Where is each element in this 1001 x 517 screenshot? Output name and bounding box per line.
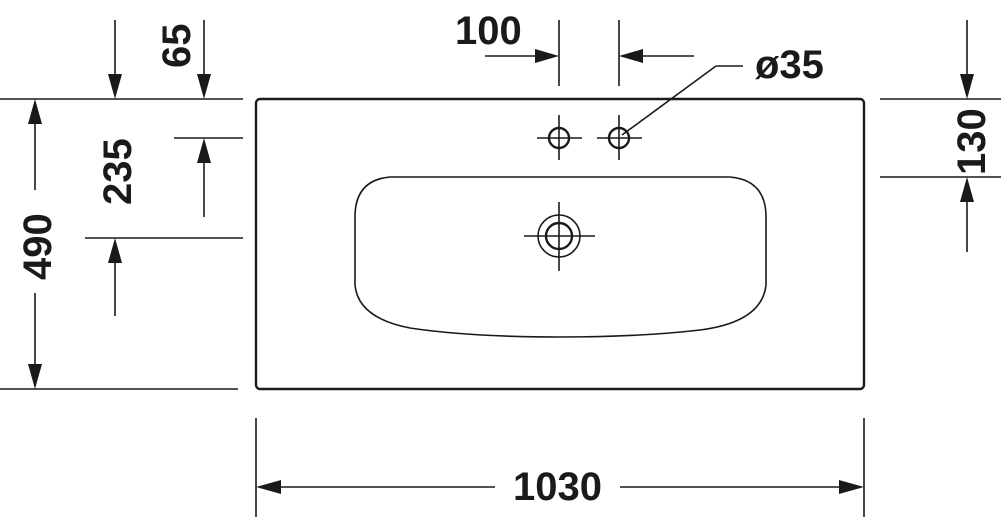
- dim-label-diameter: ø35: [755, 43, 824, 87]
- dim-label-130: 130: [950, 108, 994, 175]
- dim-130: 130: [880, 20, 1001, 252]
- dim-label-1030: 1030: [513, 465, 602, 509]
- dim-label-100: 100: [455, 9, 522, 53]
- drain-icon: [524, 202, 595, 271]
- dim-label-235: 235: [96, 138, 140, 205]
- bowl-outline: [354, 176, 767, 338]
- dim-label-65: 65: [155, 24, 199, 69]
- dim-label-490: 490: [16, 213, 60, 280]
- dim-1030: 1030: [255, 418, 865, 517]
- basin-outline: [254, 97, 866, 391]
- dim-tap-spacing: 100: [455, 9, 694, 86]
- dim-490: 490: [0, 99, 238, 390]
- dim-tap-diameter: ø35: [621, 43, 824, 136]
- dim-235: 235: [85, 137, 243, 316]
- tap-hole-left-icon: [537, 115, 582, 160]
- dim-65: 65: [108, 20, 211, 99]
- tap-hole-right-icon: [597, 115, 642, 160]
